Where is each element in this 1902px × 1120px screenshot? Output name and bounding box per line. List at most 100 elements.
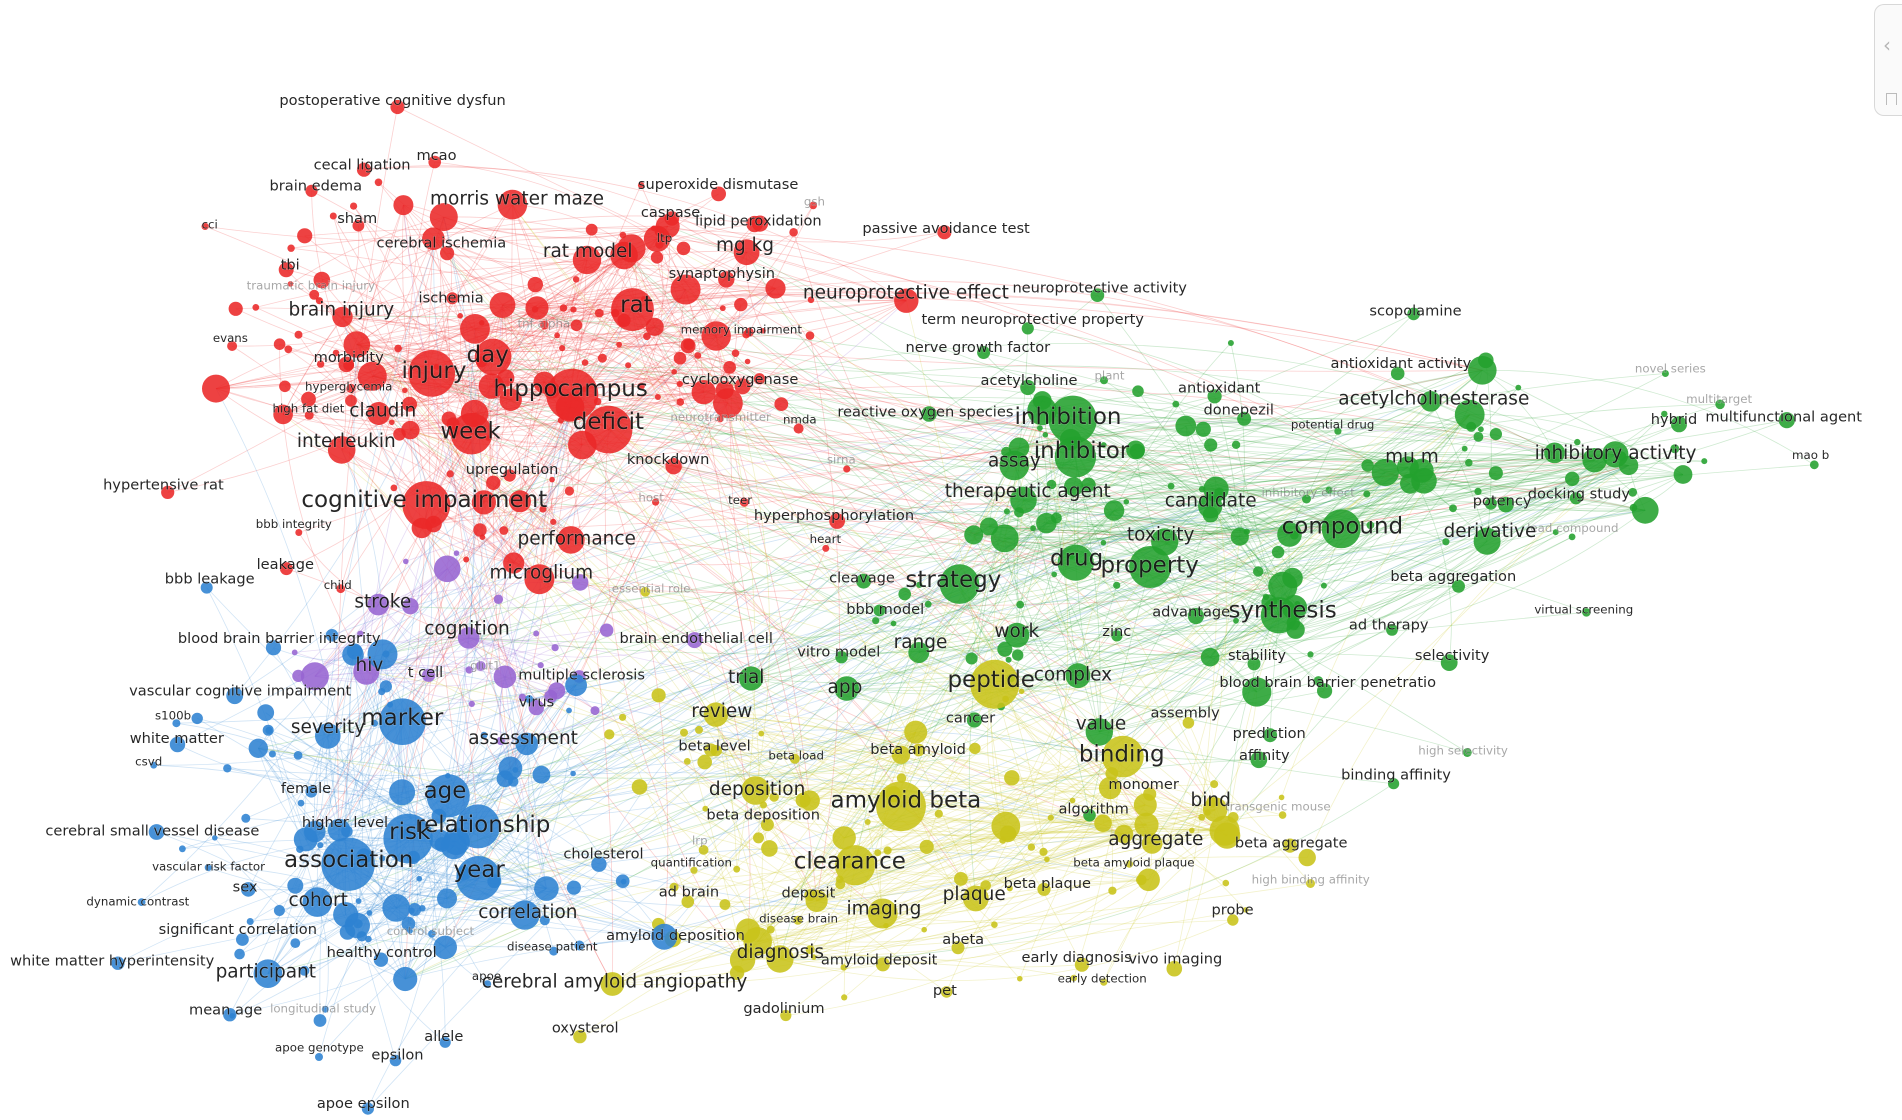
term-label[interactable]: t cell: [407, 664, 443, 682]
network-node[interactable]: [856, 573, 872, 589]
network-node[interactable]: [316, 360, 325, 368]
network-node[interactable]: [651, 923, 678, 950]
term-label[interactable]: multiple sclerosis: [518, 666, 646, 684]
term-label[interactable]: child: [323, 578, 352, 593]
network-node[interactable]: [483, 980, 492, 988]
network-node[interactable]: [1809, 460, 1819, 470]
term-label[interactable]: brain edema: [269, 177, 363, 195]
network-node[interactable]: [1083, 809, 1096, 822]
network-node[interactable]: [832, 826, 856, 850]
network-node[interactable]: [939, 564, 980, 604]
network-node[interactable]: [212, 835, 218, 841]
network-node[interactable]: [566, 880, 582, 895]
network-node[interactable]: [1125, 860, 1133, 868]
term-label[interactable]: csvd: [135, 754, 163, 769]
network-node[interactable]: [1123, 499, 1130, 505]
network-node[interactable]: [840, 964, 847, 971]
term-label[interactable]: essential role: [611, 581, 691, 596]
network-node[interactable]: [528, 699, 544, 716]
network-node[interactable]: [731, 349, 740, 358]
network-node[interactable]: [265, 640, 282, 656]
network-node[interactable]: [604, 729, 615, 740]
network-node[interactable]: [428, 930, 436, 938]
network-node[interactable]: [643, 225, 671, 252]
network-node[interactable]: [257, 704, 275, 721]
network-node[interactable]: [273, 404, 293, 425]
term-label[interactable]: deficit: [572, 408, 644, 435]
term-label[interactable]: blood brain barrier penetratio: [1219, 674, 1437, 692]
term-label[interactable]: therapeutic agent: [944, 480, 1111, 502]
term-label[interactable]: severity: [290, 717, 365, 739]
term-label[interactable]: oxysterol: [551, 1019, 619, 1037]
network-node[interactable]: [1100, 376, 1108, 385]
network-node[interactable]: [584, 405, 633, 454]
network-node[interactable]: [291, 649, 298, 656]
term-label[interactable]: binding: [1078, 741, 1165, 768]
network-node[interactable]: [456, 804, 500, 849]
term-label[interactable]: gadolinium: [743, 1000, 825, 1018]
network-node[interactable]: [234, 948, 245, 960]
term-label[interactable]: superoxide dismutase: [637, 176, 798, 194]
network-node[interactable]: [891, 745, 911, 764]
term-label[interactable]: sham: [337, 210, 378, 228]
network-node[interactable]: [1207, 389, 1222, 404]
network-node[interactable]: [769, 792, 779, 802]
network-node[interactable]: [793, 915, 803, 925]
network-node[interactable]: [327, 818, 351, 842]
network-node[interactable]: [332, 349, 340, 357]
term-label[interactable]: apoe epsilon: [316, 1095, 410, 1113]
network-node[interactable]: [573, 1029, 587, 1044]
term-label[interactable]: high selectivity: [1418, 743, 1508, 758]
network-node[interactable]: [338, 356, 355, 373]
term-label[interactable]: hypertensive rat: [103, 476, 225, 494]
term-label[interactable]: bbb integrity: [255, 517, 332, 532]
term-label[interactable]: donepezil: [1203, 401, 1274, 419]
network-node[interactable]: [1004, 622, 1030, 648]
network-node[interactable]: [1113, 581, 1121, 589]
network-node[interactable]: [835, 879, 846, 890]
network-node[interactable]: [473, 523, 487, 537]
network-node[interactable]: [1454, 399, 1485, 430]
network-node[interactable]: [1552, 529, 1559, 536]
network-node[interactable]: [1778, 412, 1795, 429]
network-node[interactable]: [564, 486, 575, 496]
network-node[interactable]: [532, 765, 551, 784]
network-node[interactable]: [403, 558, 409, 565]
network-node[interactable]: [416, 875, 423, 882]
network-node[interactable]: [446, 470, 454, 478]
network-node[interactable]: [111, 956, 125, 970]
term-label[interactable]: imaging: [846, 898, 922, 920]
term-label[interactable]: potential drug: [1290, 417, 1375, 432]
network-node[interactable]: [570, 770, 576, 777]
term-label[interactable]: blood brain barrier integrity: [178, 630, 382, 648]
network-node[interactable]: [383, 813, 433, 864]
network-node[interactable]: [246, 918, 254, 925]
network-node[interactable]: [1051, 571, 1057, 578]
term-label[interactable]: advantage: [1152, 603, 1231, 621]
network-node[interactable]: [1198, 813, 1206, 821]
network-node[interactable]: [774, 397, 789, 411]
network-node[interactable]: [1133, 793, 1157, 817]
network-node[interactable]: [137, 898, 146, 906]
network-node[interactable]: [550, 518, 557, 526]
term-label[interactable]: high binding affinity: [1251, 872, 1370, 887]
term-label[interactable]: selectivity: [1414, 647, 1490, 665]
term-label[interactable]: rat: [620, 292, 653, 319]
network-node[interactable]: [1036, 512, 1057, 534]
network-node[interactable]: [236, 933, 249, 946]
network-node[interactable]: [1263, 728, 1278, 743]
chevron-left-icon[interactable]: ‹: [1883, 33, 1891, 57]
term-label[interactable]: prediction: [1232, 725, 1306, 743]
term-label[interactable]: clearance: [793, 848, 906, 875]
network-node[interactable]: [686, 632, 703, 649]
term-label[interactable]: microglium: [489, 562, 593, 584]
network-node[interactable]: [1247, 657, 1261, 671]
term-label[interactable]: brain injury: [288, 299, 395, 321]
network-node[interactable]: [315, 297, 323, 305]
term-label[interactable]: upregulation: [465, 460, 559, 478]
network-node[interactable]: [1100, 442, 1107, 448]
network-node[interactable]: [753, 832, 764, 844]
network-node[interactable]: [835, 651, 848, 664]
network-node[interactable]: [590, 706, 600, 716]
network-node[interactable]: [389, 1054, 402, 1067]
